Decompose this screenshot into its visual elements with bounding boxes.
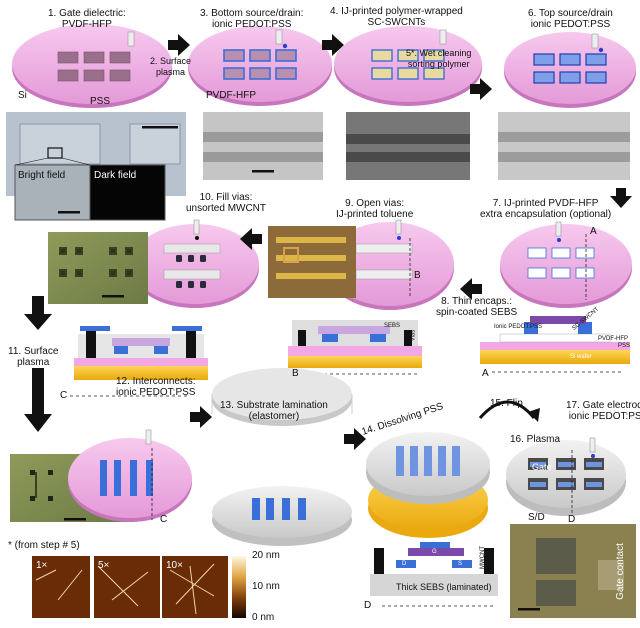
sd-label: S/D [528, 512, 545, 523]
afm-note: * (from step # 5) [8, 540, 80, 551]
micrograph-step4 [346, 112, 470, 180]
pss-label: PSS [90, 96, 111, 107]
arrow-1-3 [168, 34, 190, 56]
section-b-top: B [414, 270, 421, 281]
d-label: D [568, 514, 576, 525]
arrow-12-13 [190, 406, 212, 428]
cs-b-sebs-label: SEBS [384, 323, 401, 329]
step3-label: 3. Bottom source/drain:ionic PEDOT:PSS [200, 8, 304, 30]
afm-10x-label: 10× [166, 560, 183, 571]
gate-label: Gate [532, 462, 552, 472]
afm-1x-label: 1× [36, 560, 48, 571]
step12-label: 12. Interconnects:ionic PEDOT:PSS [116, 376, 196, 398]
micrograph-step9 [268, 226, 356, 298]
section-d-label: D [364, 600, 372, 611]
wafer-step1 [12, 24, 172, 108]
arrow-10-9 [240, 228, 262, 250]
micrograph-step10 [48, 232, 148, 304]
cs-b-vias-label: Vias [410, 329, 417, 342]
cs-d-gate-label: G [432, 549, 437, 555]
cross-section-d [370, 542, 498, 607]
dark-field-image [89, 164, 166, 221]
step1-label: 1. Gate dielectric:PVDF-HFP [48, 8, 126, 30]
cs-a-pvdf-label: PVDF-HFP [598, 336, 628, 342]
section-c-top: C [60, 390, 68, 401]
arrow-5-6 [470, 78, 492, 100]
wafer-step12 [68, 429, 192, 522]
afm-image-5x [94, 556, 160, 618]
bright-field-image [14, 164, 91, 221]
arrow-7-8 [460, 278, 482, 300]
cross-section-b [288, 320, 422, 375]
afm-image-1x [32, 556, 90, 618]
step16-label: 16. Plasma [510, 434, 561, 445]
cs-a-pss-label: PSS [618, 343, 631, 349]
step9-label: 9. Open vias:IJ-printed toluene [336, 198, 414, 220]
arrow-11-12 [24, 368, 52, 432]
section-a-top: A [590, 226, 597, 237]
step15-label: 15. Flip [490, 398, 523, 409]
cs-d-mwcnt-label: MWCNT [480, 546, 486, 569]
micrograph-step17 [510, 524, 636, 618]
step10-label: 10. Fill vias:unsorted MWCNT [186, 192, 267, 214]
cs-c-mwcnt-label: MWCNT [192, 332, 198, 355]
cs-a-wafer-label: Si wafer [570, 354, 592, 360]
pvdf-hfp-label: PVDF-HFP [206, 90, 256, 101]
gate-contact-label: Gate contact [614, 543, 626, 600]
afm-5x-label: 5× [98, 560, 110, 571]
wafer-step4 [334, 26, 482, 106]
cross-section-a [480, 316, 630, 373]
wafer-step6 [504, 32, 636, 108]
section-c-bottom: C [160, 514, 168, 525]
step13-label: 13. Substrate lamination(elastomer) [220, 400, 328, 422]
arrow-10-11 [24, 296, 52, 330]
arrow-3-4 [322, 34, 344, 56]
cs-d-source-label: S [458, 561, 463, 567]
si-label: Si [18, 90, 27, 101]
step17-label: 17. Gate electrode:ionic PEDOT:PSS [566, 400, 640, 422]
lamination-stack [211, 368, 353, 546]
cross-section-c [70, 326, 208, 397]
dark-field-label: Dark field [94, 170, 137, 181]
wafer-step17 [506, 437, 626, 516]
micrograph-step3 [203, 112, 323, 180]
colorbar-mid: 10 nm [252, 581, 280, 592]
wafer-step9 [326, 219, 454, 310]
afm-colorbar [232, 556, 246, 618]
colorbar-min: 0 nm [252, 612, 275, 623]
colorbar-max: 20 nm [252, 550, 280, 561]
cs-d-sebs-label: Thick SEBS (laminated) [396, 582, 492, 592]
cs-a-ionic-label: Ionic PEDOT:PSS [494, 324, 543, 330]
section-b-bottom: B [292, 368, 299, 379]
micrograph-step6 [498, 112, 630, 180]
wafer-step3 [188, 26, 332, 106]
cs-d-drain-label: D [402, 561, 407, 567]
section-a-bottom: A [482, 368, 489, 379]
step8-label: 8. Thin encaps.:spin-coated SEBS [436, 296, 518, 318]
bright-field-label: Bright field [18, 170, 66, 181]
wafer-step10 [131, 219, 259, 308]
arrow-6-7 [610, 188, 632, 208]
wafer-step14 [366, 432, 490, 538]
arrow-13-14 [344, 428, 366, 450]
wafer-step7 [500, 221, 632, 308]
